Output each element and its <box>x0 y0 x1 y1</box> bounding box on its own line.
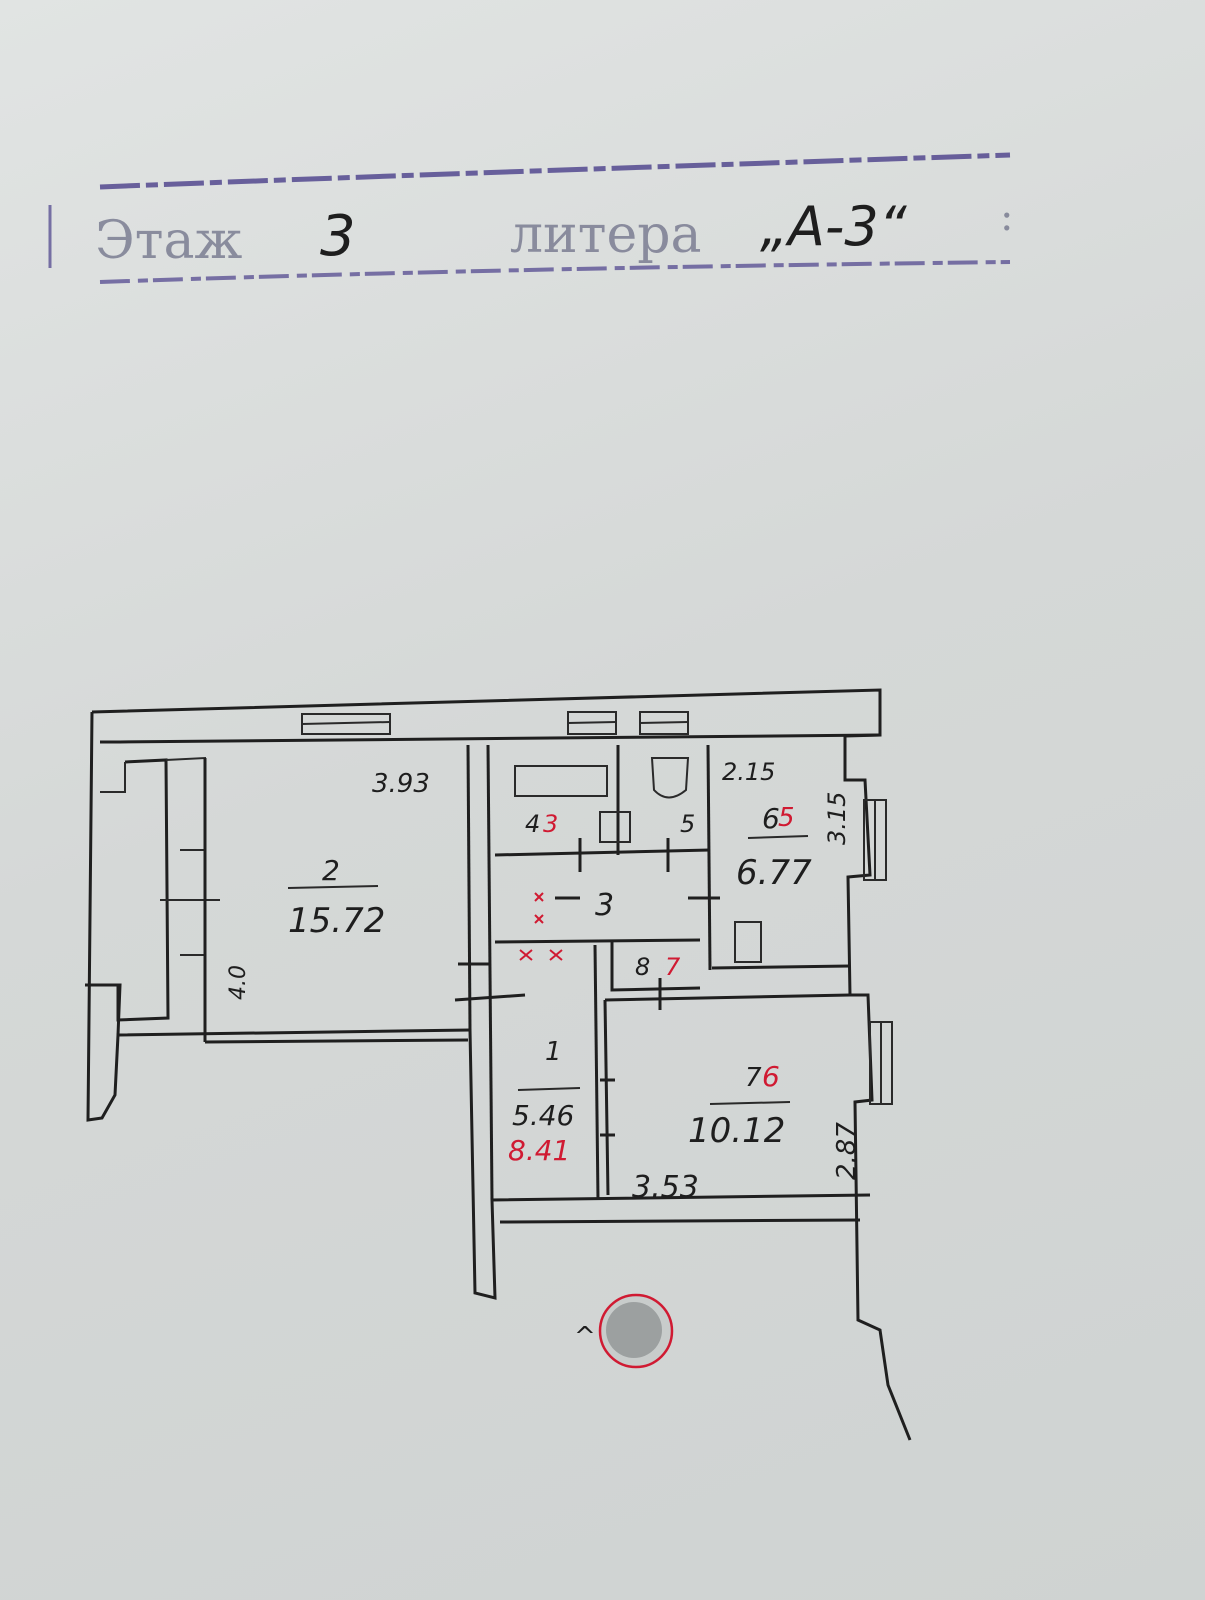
stamp-floor-word: Этаж <box>95 211 243 271</box>
dim-right-lower: 2.87 <box>832 1122 862 1180</box>
room-6-number: 6 <box>762 802 780 835</box>
interior-walls <box>203 744 851 1201</box>
room-4-number: 4 <box>525 810 540 838</box>
room-7-red: 6 <box>762 1060 780 1093</box>
sink-icon <box>599 811 631 843</box>
bathtub-icon <box>514 765 608 797</box>
room-2-area: 15.72 <box>288 901 385 941</box>
room-labels: 2 15.72 4 3 5 6 5 6.77 3 8 7 1 5.46 8.41… <box>287 802 812 1167</box>
floor-stamp: Этаж 3 литера „А-3“ : <box>48 152 1013 284</box>
room-8-number: 8 <box>635 953 650 981</box>
left-balcony <box>100 756 220 1040</box>
room-7-number: 7 <box>745 1063 762 1093</box>
stamp-litera-word: литера <box>510 205 702 265</box>
dimensions: 3.93 2.15 4.0 3.15 2.87 3.53 <box>226 758 862 1205</box>
fixtures <box>514 757 762 963</box>
dim-bottom: 3.53 <box>632 1170 699 1205</box>
room-5-number: 5 <box>680 810 695 838</box>
doors <box>454 838 720 1137</box>
room-3-number: 3 <box>595 888 614 923</box>
dim-right-upper: 3.15 <box>823 792 851 845</box>
stamp-tail: : <box>1000 194 1013 240</box>
room-1-area: 5.46 <box>512 1099 574 1132</box>
stove-icon <box>734 921 762 963</box>
room-7-area: 10.12 <box>688 1111 785 1151</box>
room-1-number: 1 <box>545 1037 562 1067</box>
toilet-icon <box>650 757 690 799</box>
room-4-red: 3 <box>543 810 558 838</box>
red-marks <box>519 892 674 1369</box>
room-1-red-area: 8.41 <box>508 1134 570 1167</box>
windows <box>301 711 893 1105</box>
stamp-litera-value: „А-3“ <box>760 195 908 258</box>
entrance-mark: ^ <box>574 1322 596 1352</box>
room-2-number: 2 <box>322 854 340 887</box>
room-6-red: 5 <box>778 803 795 833</box>
stamp-floor-value: 3 <box>320 204 356 269</box>
dim-top-left: 3.93 <box>372 769 430 799</box>
room-8-red: 7 <box>665 953 681 981</box>
dim-left-side: 4.0 <box>226 965 251 1000</box>
room-6-area: 6.77 <box>736 853 812 893</box>
dim-top-right: 2.15 <box>722 758 775 786</box>
outer-walls <box>85 688 912 1441</box>
